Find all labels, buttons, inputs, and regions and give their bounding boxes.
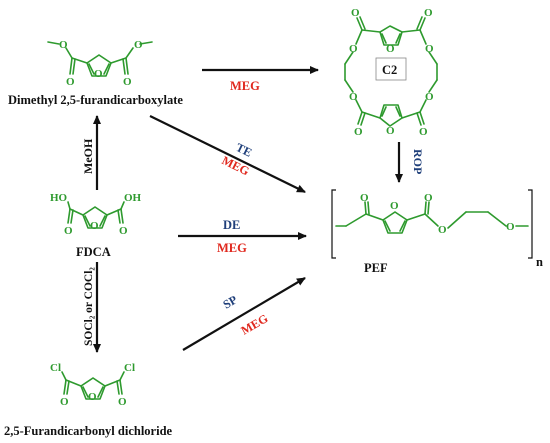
- atom-label: O: [88, 391, 97, 403]
- atom-label: O: [123, 76, 132, 88]
- atom-label: O: [506, 221, 515, 233]
- atom-label: O: [64, 225, 73, 237]
- atom-label: OH: [124, 192, 142, 204]
- arrow-polycondensation: [182, 277, 306, 351]
- reagent-meg-top: MEG: [230, 79, 260, 93]
- atom-label: O: [354, 126, 363, 138]
- atom-label: O: [119, 225, 128, 237]
- label-dichloride: 2,5-Furandicarbonyl dichloride: [4, 424, 173, 438]
- atom-label: O: [60, 396, 69, 408]
- label-dimethyl-ester: Dimethyl 2,5-furandicarboxylate: [8, 93, 183, 107]
- atom-label: O: [419, 126, 428, 138]
- atom-label: HO: [50, 192, 68, 204]
- atom-label: O: [134, 39, 143, 51]
- fdca-structure: O HO OH O O: [50, 192, 142, 237]
- atom-label: O: [94, 68, 103, 80]
- cyclic-oligomer-structure: O O O O O O O O O O: [344, 7, 438, 138]
- atom-label: Cl: [124, 362, 135, 374]
- atom-label: O: [386, 43, 395, 55]
- atom-label: O: [349, 91, 358, 103]
- label-fdca: FDCA: [76, 245, 111, 259]
- label-cyclic-oligomer: C2: [382, 63, 397, 77]
- atom-label: O: [438, 224, 447, 236]
- reagent-chlorinating: SOCl₂ or COCl₂: [83, 267, 95, 346]
- atom-label: O: [425, 43, 434, 55]
- atom-label: O: [390, 200, 399, 212]
- atom-label: O: [424, 192, 433, 204]
- furandicarbonyl-dichloride-structure: O Cl Cl O O: [50, 362, 135, 408]
- atom-label: O: [386, 125, 395, 137]
- reagent-methanol: MeOH: [81, 138, 95, 174]
- atom-label: O: [351, 7, 360, 19]
- dimethyl-furandicarboxylate-structure: O O O O O: [47, 39, 153, 88]
- atom-label: O: [349, 43, 358, 55]
- atom-label: O: [59, 39, 68, 51]
- atom-label: O: [66, 76, 75, 88]
- atom-label: O: [425, 91, 434, 103]
- reagent-rop: ROP: [411, 149, 425, 174]
- repeat-subscript: n: [536, 255, 543, 269]
- atom-label: O: [90, 220, 99, 232]
- atom-label: O: [360, 192, 369, 204]
- reagent-sp: SP: [221, 292, 240, 311]
- reagent-de: DE: [223, 218, 240, 232]
- arrow-transesterification: [149, 115, 306, 193]
- atom-label: O: [118, 396, 127, 408]
- pef-structure: O O O O O: [331, 189, 533, 259]
- reagent-te: TE: [234, 140, 255, 160]
- atom-label: O: [424, 7, 433, 19]
- atom-label: Cl: [50, 362, 61, 374]
- label-polymer: PEF: [364, 261, 388, 275]
- reagent-meg-de: MEG: [217, 241, 247, 255]
